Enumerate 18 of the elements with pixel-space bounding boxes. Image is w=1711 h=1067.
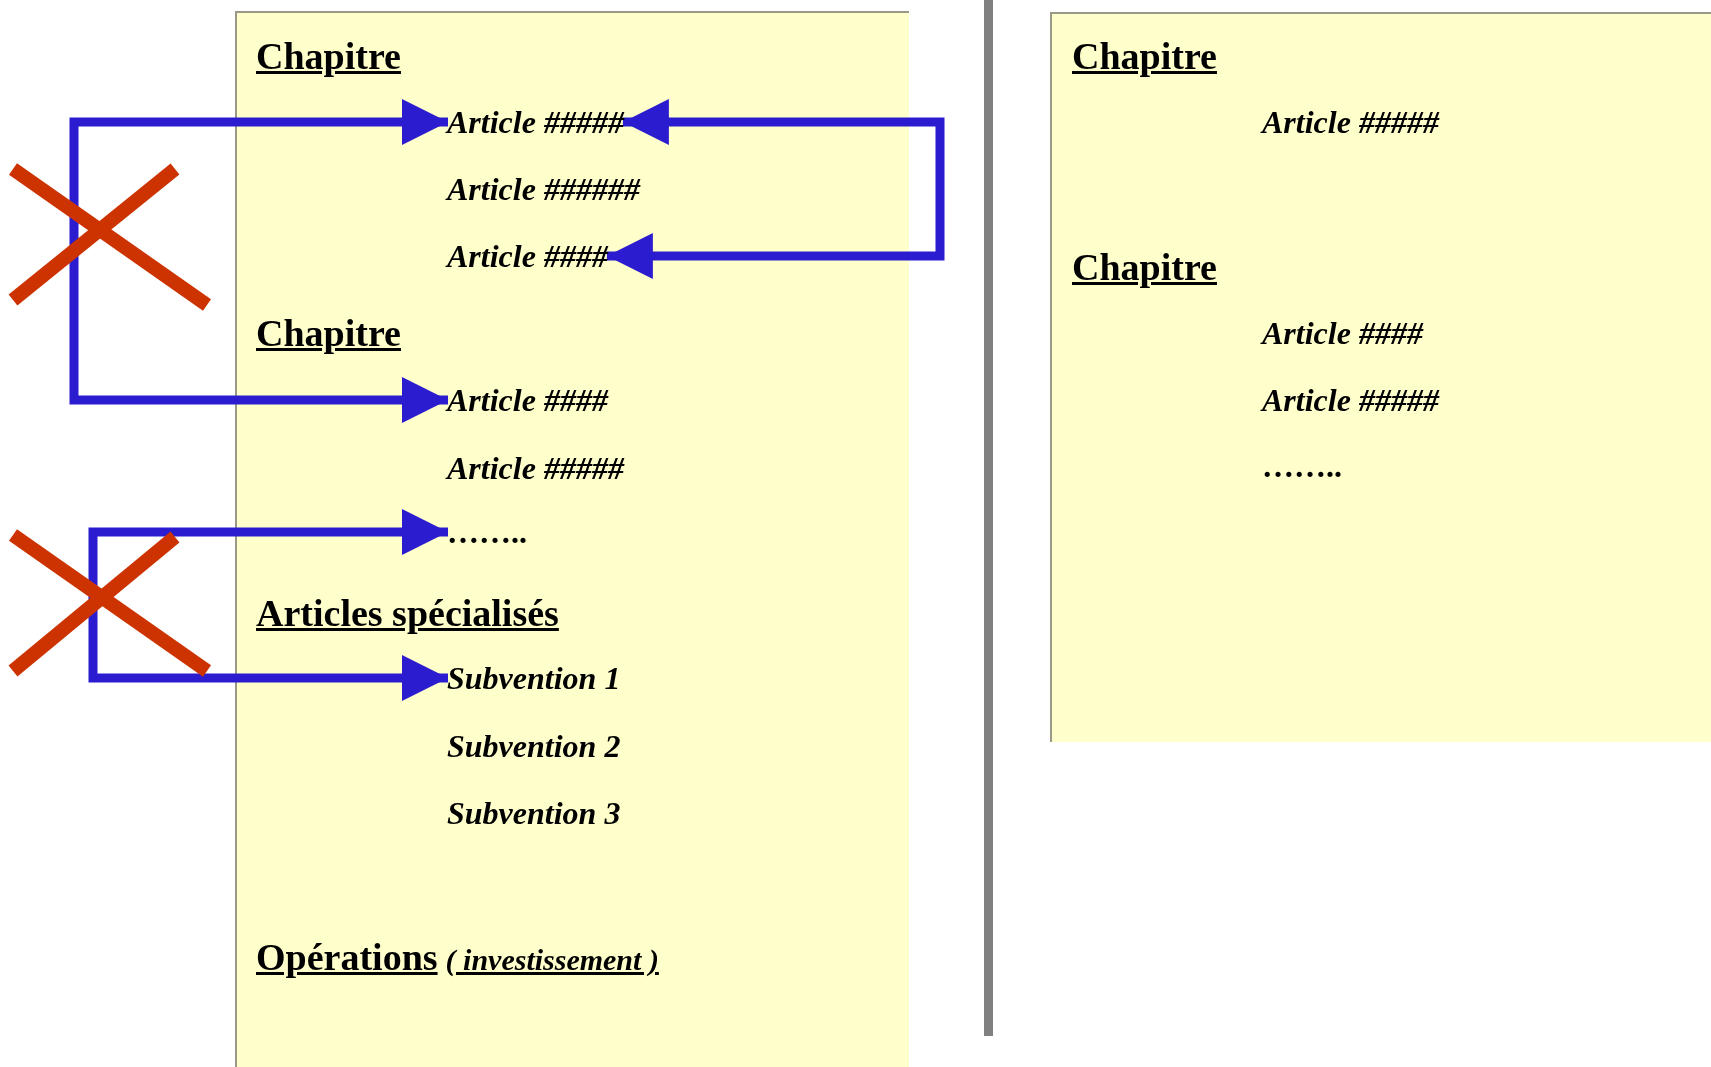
article-line: Article ####	[447, 236, 608, 276]
bracket-arrow	[88, 509, 448, 701]
article-line: Article ######	[447, 169, 640, 209]
subsidy-line: Subvention 1	[447, 658, 621, 698]
article-line: Article #####	[1262, 380, 1439, 420]
bracket-arrow	[69, 99, 448, 423]
article-line: Article #####	[447, 448, 624, 488]
page-panel	[235, 11, 909, 1067]
article-line: Article #####	[447, 102, 624, 142]
subsidy-line: Subvention 2	[447, 726, 621, 766]
subsidy-line: Subvention 3	[447, 793, 621, 833]
ellipsis-line: ……..	[447, 512, 527, 552]
page-panel	[1050, 12, 1711, 742]
bracket-arrow	[606, 99, 945, 279]
ellipsis-line: ……..	[1262, 446, 1342, 486]
article-line: Article #####	[1262, 102, 1439, 142]
article-line: Article ####	[1262, 313, 1423, 353]
article-line: Article ####	[447, 380, 608, 420]
